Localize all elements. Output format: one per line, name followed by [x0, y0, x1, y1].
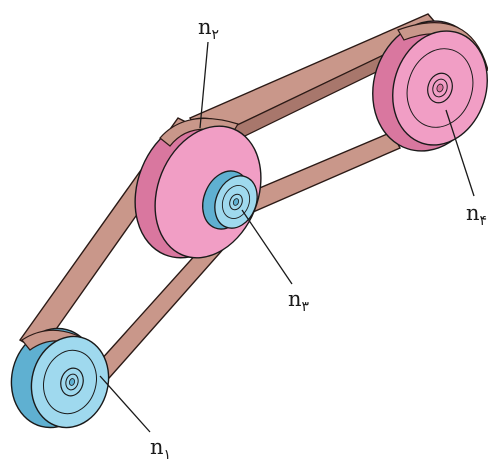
pulley-right-bore [436, 83, 444, 93]
label-n3-sub: ۳ [302, 299, 310, 315]
label-n1: n۱ [150, 435, 171, 463]
pulley-small-bore [232, 198, 240, 206]
label-n2-sub: ۲ [212, 27, 220, 43]
pulley-bottom-bore [69, 378, 75, 386]
leader-line-middle [241, 209, 293, 285]
pulley-bottom-blue [10, 327, 110, 429]
pulley-small-ring [221, 185, 251, 219]
label-n2-base: n [198, 15, 212, 39]
leader-line-top [199, 41, 209, 129]
leader-line-right [445, 109, 475, 197]
leader-line-bottom [99, 375, 151, 433]
label-n2: n۲ [198, 15, 219, 43]
pulley-right-ring [406, 48, 474, 128]
pulley-bottom-ring [43, 349, 97, 415]
label-n3: n۳ [288, 287, 310, 315]
label-n1-sub: ۱ [164, 447, 172, 463]
label-n4-base: n [466, 201, 480, 225]
label-n4-sub: ۴ [480, 213, 488, 229]
label-n1-base: n [150, 435, 164, 459]
label-n4: n۴ [466, 201, 487, 229]
pulley-small-blue [202, 170, 258, 230]
pulley-right [372, 20, 488, 152]
label-n3-base: n [288, 287, 302, 311]
